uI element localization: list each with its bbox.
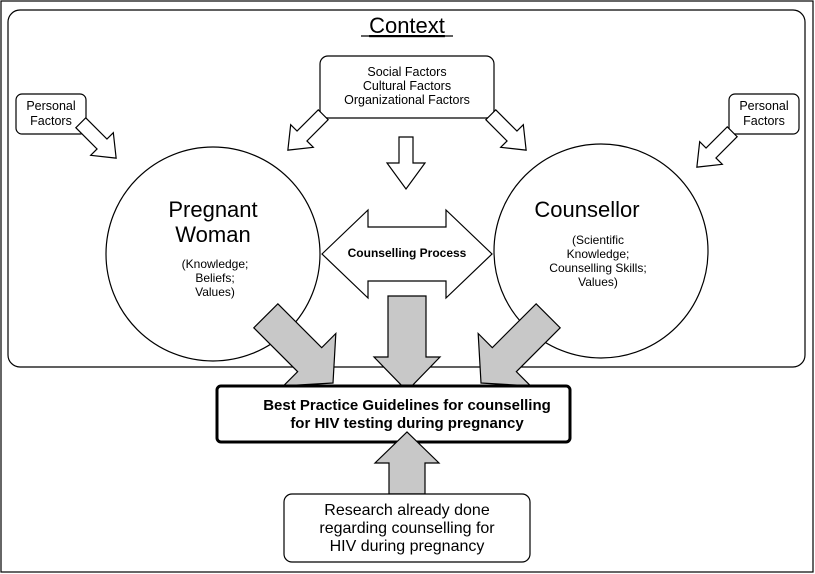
external-factor-organizational: Organizational Factors bbox=[344, 93, 470, 107]
counsellor-detail-line4: Values) bbox=[578, 275, 618, 289]
counsellor-circle bbox=[493, 143, 709, 359]
pregnant-woman-title-line1: Pregnant bbox=[168, 197, 257, 222]
guidelines-line2: for HIV testing during pregnancy bbox=[290, 415, 524, 432]
counsellor-detail-line1: (Scientific bbox=[572, 233, 624, 247]
pregnant-woman-circle bbox=[105, 146, 321, 362]
arrow-external-woman-icon bbox=[287, 108, 330, 151]
external-factor-social: Social Factors bbox=[367, 65, 446, 79]
counsellor-detail-line2: Knowledge; bbox=[567, 247, 630, 261]
research-line1: Research already done bbox=[324, 502, 490, 519]
guidelines-line1: Best Practice Guidelines for counselling bbox=[263, 397, 551, 414]
arrow-personal-left-icon bbox=[74, 116, 117, 159]
pregnant-woman-detail-line1: (Knowledge; bbox=[182, 257, 249, 271]
personal-factors-left-line1: Personal bbox=[26, 99, 75, 113]
external-factor-cultural: Cultural Factors bbox=[363, 79, 451, 93]
personal-factors-right-line2: Factors bbox=[743, 114, 785, 128]
arrow-research-guidelines-icon bbox=[373, 431, 441, 495]
personal-factors-right-box bbox=[728, 93, 800, 135]
research-line3: HIV during pregnancy bbox=[330, 538, 485, 555]
counselling-process-label: Counselling Process bbox=[348, 246, 467, 260]
personal-factors-right-line1: Personal bbox=[739, 99, 788, 113]
arrow-counsellor-guidelines-icon bbox=[477, 302, 562, 387]
arrow-process-guidelines-icon bbox=[372, 295, 442, 392]
counsellor-title: Counsellor bbox=[534, 197, 639, 222]
guidelines-box bbox=[215, 384, 572, 444]
personal-factors-left-line2: Factors bbox=[30, 114, 72, 128]
pregnant-woman-title-line2: Woman bbox=[175, 222, 250, 247]
arrow-external-counsellor-icon bbox=[484, 108, 527, 151]
research-box bbox=[283, 493, 531, 563]
counselling-process-double-arrow-icon bbox=[321, 208, 493, 300]
arrow-woman-guidelines-icon bbox=[252, 302, 337, 387]
pregnant-woman-detail-line3: Values) bbox=[195, 285, 235, 299]
pregnant-woman-detail-line2: Beliefs; bbox=[195, 271, 234, 285]
arrow-personal-right-icon bbox=[696, 125, 739, 168]
external-factors-box bbox=[319, 55, 495, 119]
counsellor-detail-line3: Counselling Skills; bbox=[549, 261, 646, 275]
arrow-external-process-icon bbox=[385, 136, 427, 191]
research-line2: regarding counselling for bbox=[319, 520, 495, 537]
personal-factors-left-box bbox=[15, 93, 87, 135]
context-title: Context bbox=[369, 13, 445, 38]
